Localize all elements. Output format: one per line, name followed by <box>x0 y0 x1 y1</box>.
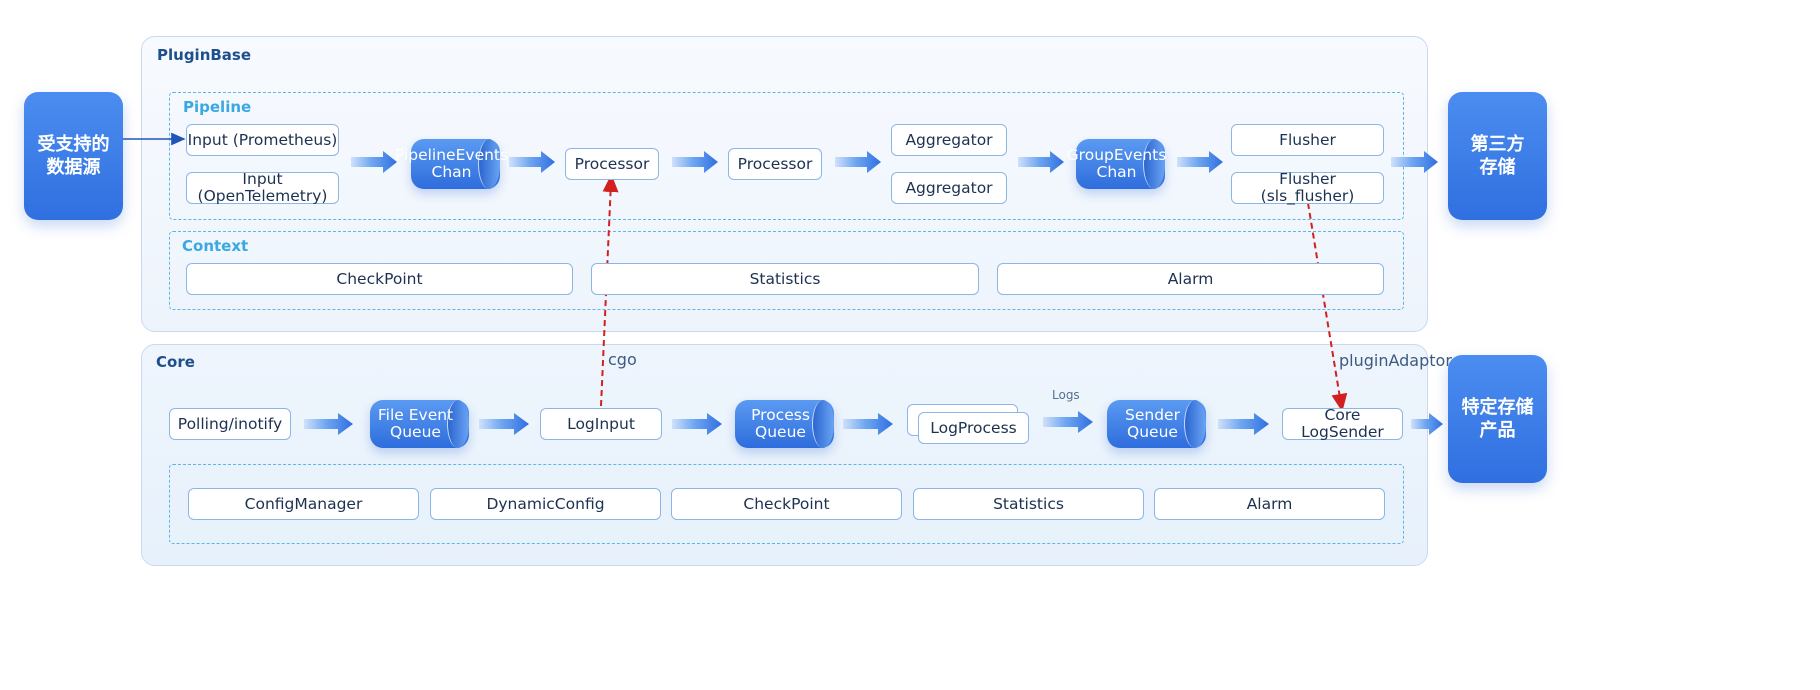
input-opentelemetry: Input (OpenTelemetry) <box>186 171 339 205</box>
flusher-sls: Flusher (sls_flusher) <box>1231 171 1384 205</box>
pipeline-events-chan-label: PipelineEvents Chan <box>394 146 509 181</box>
flow-arrow <box>1177 151 1223 173</box>
flow-arrow <box>1218 413 1269 435</box>
core-region <box>141 344 1428 566</box>
aggregator-2: Aggregator <box>891 172 1007 204</box>
file-event-queue-label: File Event Queue <box>377 406 454 441</box>
pipeline-events-chan: PipelineEvents Chan <box>395 139 508 189</box>
pipeline-title: Pipeline <box>183 98 252 116</box>
group-events-chan: GroupEvents Chan <box>1067 139 1166 189</box>
plugin-adaptor-label: pluginAdaptor <box>1339 351 1452 370</box>
context-title: Context <box>182 237 249 255</box>
flow-arrow <box>304 413 353 435</box>
flow-arrow <box>1018 151 1064 173</box>
pipeline-region <box>169 92 1404 220</box>
core-title: Core <box>156 353 195 371</box>
plugin-adaptor-link <box>1307 202 1348 412</box>
flow-arrow <box>1411 413 1443 435</box>
flusher: Flusher <box>1231 124 1384 156</box>
specific-storage-label: 特定存储 产品 <box>1461 397 1534 441</box>
flow-arrow <box>672 413 722 435</box>
third-party-storage-block: 第三方 存储 <box>1448 92 1547 220</box>
context-region <box>169 231 1404 310</box>
processor-1: Processor <box>565 148 659 180</box>
specific-storage-block: 特定存储 产品 <box>1448 355 1547 483</box>
flow-arrow <box>843 413 893 435</box>
dynamic-config: DynamicConfig <box>430 488 661 520</box>
flow-arrow <box>672 151 718 173</box>
context-checkpoint: CheckPoint <box>186 263 573 295</box>
group-events-chan-label: GroupEvents Chan <box>1066 146 1167 181</box>
log-input: LogInput <box>540 408 662 440</box>
flow-arrow <box>479 413 529 435</box>
core-modules-region <box>169 464 1404 544</box>
flow-arrow <box>1391 151 1438 173</box>
flow-arrow <box>1043 411 1093 433</box>
aggregator-1: Aggregator <box>891 124 1007 156</box>
file-event-queue: File Event Queue <box>370 400 469 448</box>
logs-label: Logs <box>1052 388 1080 402</box>
log-process: LogProcess <box>918 412 1029 444</box>
flow-arrow <box>835 151 881 173</box>
data-source-block: 受支持的 数据源 <box>24 92 123 220</box>
core-statistics: Statistics <box>913 488 1144 520</box>
data-source-label: 受支持的 数据源 <box>37 134 110 178</box>
polling-inotify: Polling/inotify <box>169 408 291 440</box>
config-manager: ConfigManager <box>188 488 419 520</box>
context-statistics: Statistics <box>591 263 979 295</box>
sender-queue: Sender Queue <box>1107 400 1206 448</box>
core-checkpoint: CheckPoint <box>671 488 902 520</box>
input-prometheus: Input (Prometheus) <box>186 124 339 156</box>
context-alarm: Alarm <box>997 263 1384 295</box>
sender-queue-label: Sender Queue <box>1125 406 1180 441</box>
flow-arrow <box>351 151 397 173</box>
third-party-storage-label: 第三方 存储 <box>1470 134 1525 178</box>
process-queue: Process Queue <box>735 400 834 448</box>
flow-arrow <box>509 151 555 173</box>
core-log-sender: Core LogSender <box>1282 407 1403 441</box>
plugin-base-title: PluginBase <box>157 46 252 64</box>
process-queue-label: Process Queue <box>751 406 810 441</box>
processor-2: Processor <box>728 148 822 180</box>
cgo-label: cgo <box>608 350 637 369</box>
core-alarm: Alarm <box>1154 488 1385 520</box>
